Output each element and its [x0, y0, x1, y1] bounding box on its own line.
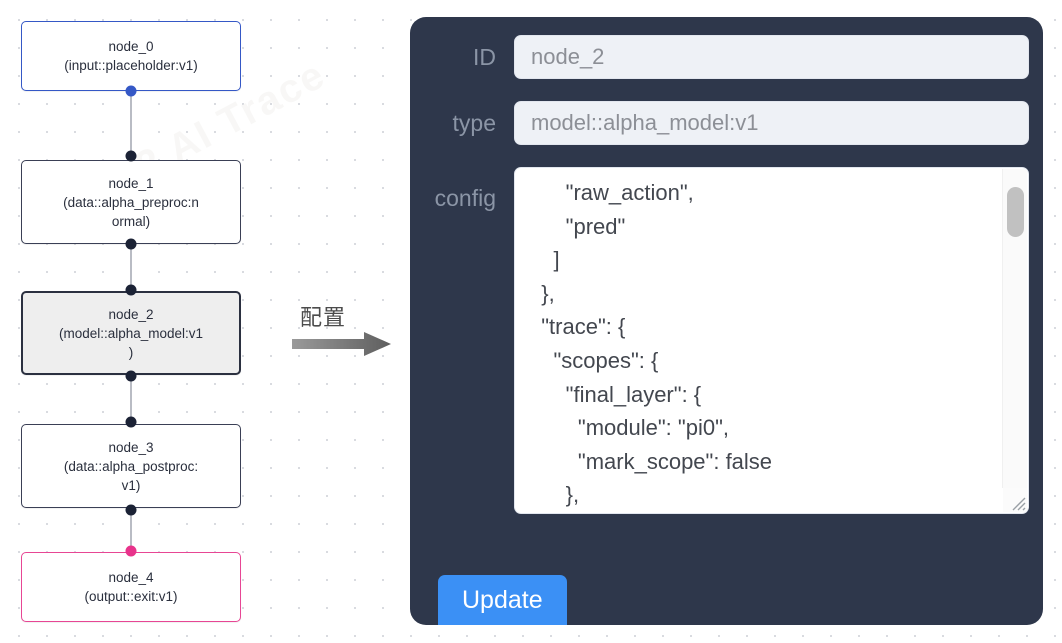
- config-textarea-value[interactable]: "raw_action", "pred" ] }, "trace": { "sc…: [541, 180, 773, 508]
- port-node_4-in[interactable]: [125, 545, 137, 557]
- config-scrollbar[interactable]: [1002, 169, 1027, 488]
- config-label: config: [434, 185, 496, 211]
- graph-node-label: node_2 (model::alpha_model:v1 ): [58, 306, 204, 360]
- edge-node1-node2: [130, 243, 132, 291]
- graph-node-label: node_3 (data::alpha_postproc: v1): [63, 439, 199, 493]
- port-node_3-in[interactable]: [125, 416, 137, 428]
- port-node_1-in[interactable]: [125, 150, 137, 162]
- edge-node2-node3: [130, 375, 132, 423]
- configure-arrow-icon: [292, 332, 391, 356]
- field-row-id: ID node_2: [418, 35, 1029, 79]
- configure-arrow-group: 配置: [292, 300, 392, 356]
- port-node_2-out[interactable]: [125, 370, 137, 382]
- port-node_2-in[interactable]: [125, 284, 137, 296]
- node-config-panel: ID node_2 type model::alpha_model:v1 con…: [410, 17, 1043, 625]
- graph-node-label: node_0 (input::placeholder:v1): [64, 39, 198, 73]
- config-textarea-wrapper[interactable]: "raw_action", "pred" ] }, "trace": { "sc…: [514, 167, 1029, 514]
- edge-node0-node1: [130, 90, 132, 160]
- port-node_3-out[interactable]: [125, 504, 137, 516]
- graph-node-node_1[interactable]: node_1 (data::alpha_preproc:n ormal): [21, 160, 241, 244]
- graph-node-label: node_1 (data::alpha_preproc:n ormal): [63, 175, 199, 229]
- graph-node-node_3[interactable]: node_3 (data::alpha_postproc: v1): [21, 424, 241, 508]
- type-input[interactable]: model::alpha_model:v1: [514, 101, 1029, 145]
- id-label: ID: [473, 43, 496, 70]
- graph-node-node_4[interactable]: node_4 (output::exit:v1): [21, 552, 241, 622]
- port-node_1-out[interactable]: [125, 238, 137, 250]
- textarea-resize-grip-icon[interactable]: [1003, 488, 1027, 512]
- id-input[interactable]: node_2: [514, 35, 1029, 79]
- configure-arrow-label: 配置: [300, 306, 347, 331]
- port-node_0-out[interactable]: [125, 85, 137, 97]
- field-row-type: type model::alpha_model:v1: [418, 101, 1029, 145]
- update-button[interactable]: Update: [438, 575, 567, 625]
- graph-node-label: node_4 (output::exit:v1): [84, 570, 178, 604]
- field-row-config: config "raw_action", "pred" ] }, "trace"…: [418, 167, 1029, 514]
- type-label: type: [452, 109, 496, 136]
- type-input-value: model::alpha_model:v1: [531, 110, 759, 135]
- edge-node3-node4: [130, 511, 132, 551]
- graph-node-node_0[interactable]: node_0 (input::placeholder:v1): [21, 21, 241, 91]
- config-scrollbar-thumb[interactable]: [1007, 187, 1024, 237]
- graph-node-node_2[interactable]: node_2 (model::alpha_model:v1 ): [21, 291, 241, 375]
- id-input-value: node_2: [531, 44, 605, 69]
